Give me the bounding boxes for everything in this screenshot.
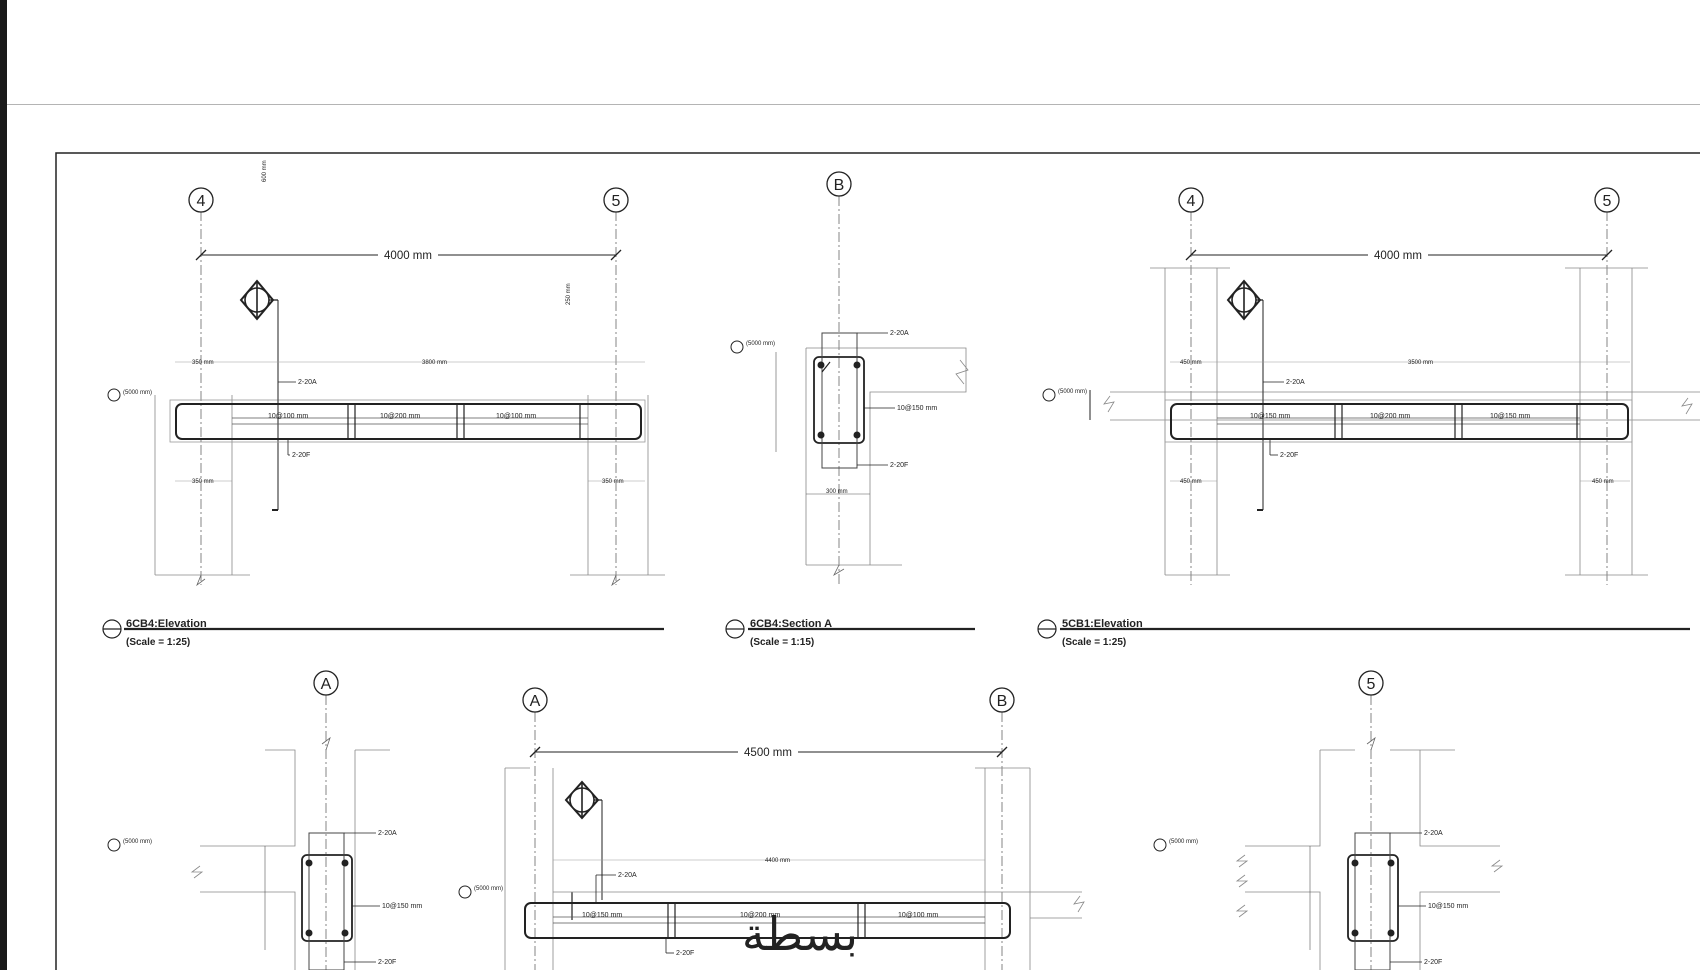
view-6cb4-elevation: 4 5 4000 mm 600 mm 250 mm 350 mm 3800 mm… — [102, 160, 665, 648]
level-marker: (5000 mm) — [1058, 389, 1087, 395]
view-title: 6CB4:Elevation — [126, 618, 207, 630]
grid-bubble-b: B — [997, 693, 1008, 710]
top-bar-note: 2-20A — [298, 379, 317, 386]
bottom-bar-note: 2-20F — [1424, 959, 1442, 966]
window-edge — [0, 0, 7, 970]
span-dimension: 4000 mm — [1374, 250, 1422, 262]
view-scale: (Scale = 1:25) — [126, 637, 190, 648]
view-6cb4-section-a: B (5000 mm) 2-20A 10@150 mm 2-20F 300 mm… — [725, 171, 975, 648]
stirrup-label: 10@200 mm — [380, 413, 420, 420]
stirrup-label: 10@100 mm — [898, 912, 938, 919]
bottom-bar-note: 2-20F — [378, 959, 396, 966]
viewer-toolbar-area — [7, 0, 1700, 105]
span-dimension: 4000 mm — [384, 250, 432, 262]
dim-300: 300 mm — [826, 489, 848, 495]
grid-bubble-5: 5 — [1367, 676, 1376, 693]
stirrup-note: 10@150 mm — [897, 405, 937, 412]
level-marker: (5000 mm) — [123, 839, 152, 845]
grid-bubble-4: 4 — [1187, 193, 1196, 210]
top-bar-note: 2-20A — [890, 330, 909, 337]
view-scale: (Scale = 1:15) — [750, 637, 814, 648]
top-bar-note: 2-20A — [1424, 830, 1443, 837]
view-section-at-a: A (5000 mm) 2-20A 10@150 mm 2-20F — [107, 670, 422, 970]
sheet-border — [55, 152, 1700, 970]
dim-350: 350 mm — [192, 479, 214, 485]
bottom-bar-note: 2-20F — [890, 462, 908, 469]
stirrup-note: 10@150 mm — [382, 903, 422, 910]
grid-bubble-4: 4 — [197, 193, 206, 210]
bottom-bar-note: 2-20F — [1280, 452, 1298, 459]
top-bar-note: 2-20A — [378, 830, 397, 837]
stirrup-label: 10@200 mm — [740, 912, 780, 919]
view-title: 6CB4:Section A — [750, 618, 832, 630]
grid-bubble-5: 5 — [1603, 193, 1612, 210]
bottom-bar-note: 2-20F — [676, 950, 694, 957]
dim-450: 450 mm — [1180, 360, 1202, 366]
level-marker: (5000 mm) — [474, 886, 503, 892]
dim-250: 250 mm — [566, 283, 572, 305]
dim-450: 450 mm — [1180, 479, 1202, 485]
stirrup-label: 10@150 mm — [582, 912, 622, 919]
view-title: 5CB1:Elevation — [1062, 618, 1143, 630]
dim-350: 350 mm — [192, 360, 214, 366]
view-section-at-5: 5 (5000 mm) 2-20A 10@150 mm 2-20F — [1153, 670, 1504, 970]
top-bar-note: 2-20A — [618, 872, 637, 879]
dim-4400: 4400 mm — [765, 858, 790, 864]
bottom-bar-note: 2-20F — [292, 452, 310, 459]
dim-350: 350 mm — [602, 479, 624, 485]
stirrup-label: 10@200 mm — [1370, 413, 1410, 420]
level-marker: (5000 mm) — [746, 341, 775, 347]
level-marker: (5000 mm) — [1169, 839, 1198, 845]
stirrup-note: 10@150 mm — [1428, 903, 1468, 910]
stirrup-label: 10@100 mm — [496, 413, 536, 420]
watermark: بسطة — [742, 908, 858, 960]
dim-450: 450 mm — [1592, 479, 1614, 485]
stirrup-label: 10@150 mm — [1250, 413, 1290, 420]
level-marker: (5000 mm) — [123, 390, 152, 396]
top-bar-note: 2-20A — [1286, 379, 1305, 386]
grid-bubble-5: 5 — [612, 193, 621, 210]
span-dimension: 4500 mm — [744, 747, 792, 759]
view-elevation-a-b: A B 4500 mm 4400 mm (5000 mm) 10@150 mm … — [458, 687, 1085, 970]
stirrup-label: 10@150 mm — [1490, 413, 1530, 420]
dim-3500: 3500 mm — [1408, 360, 1433, 366]
dim-600: 600 mm — [262, 160, 268, 182]
view-scale: (Scale = 1:25) — [1062, 637, 1126, 648]
grid-bubble-a: A — [530, 693, 541, 710]
grid-bubble-a: A — [321, 676, 332, 693]
dim-3800: 3800 mm — [422, 360, 447, 366]
grid-bubble-b: B — [834, 177, 845, 194]
view-5cb1-elevation: 4 5 4000 mm 450 mm 3500 mm 450 mm 450 mm… — [1037, 187, 1700, 648]
stirrup-label: 10@100 mm — [268, 413, 308, 420]
